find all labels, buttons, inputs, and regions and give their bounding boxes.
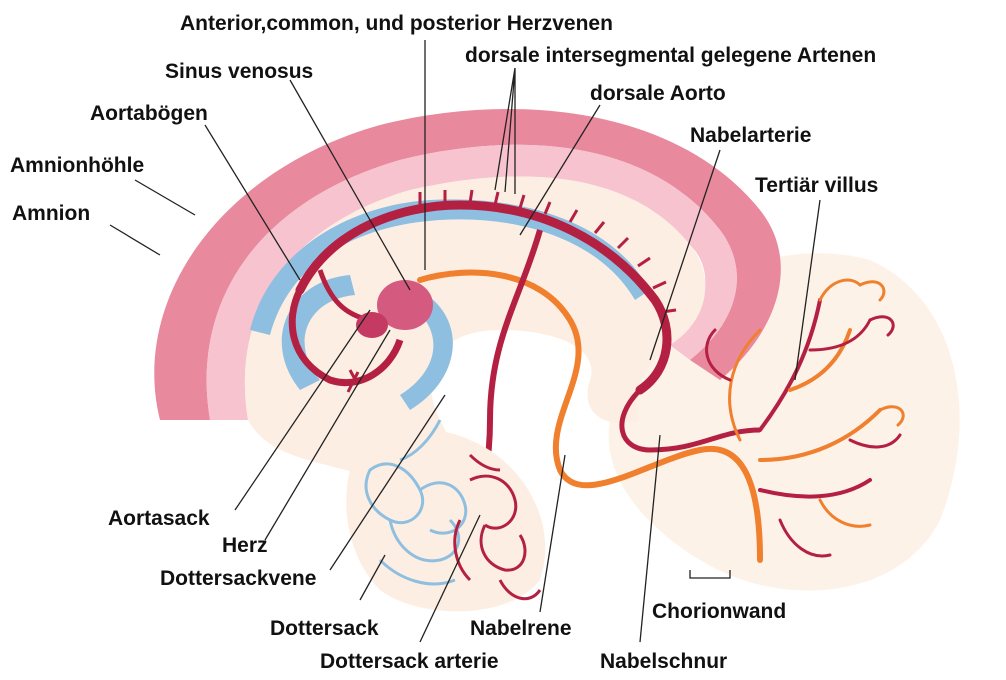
- label-sinus-venosus: Sinus venosus: [165, 60, 313, 83]
- label-dottersackvene: Dottersackvene: [160, 567, 316, 590]
- label-nabelarterie: Nabelarterie: [690, 124, 811, 147]
- label-herz: Herz: [222, 534, 268, 557]
- label-amnion: Amnion: [12, 202, 90, 225]
- label-chorionwand: Chorionwand: [652, 600, 786, 623]
- label-nabelschnur: Nabelschnur: [600, 650, 727, 673]
- label-dottersack: Dottersack: [270, 617, 379, 640]
- label-dorsale-arterien: dorsale intersegmental gelegene Artenen: [465, 44, 876, 67]
- label-tertiaer-villus: Tertiär villus: [755, 174, 878, 197]
- label-aortasack: Aortasack: [108, 507, 210, 530]
- label-amnionhoehle: Amnionhöhle: [10, 154, 144, 177]
- label-dottersack-arterie: Dottersack arterie: [320, 650, 499, 673]
- label-nabelrene: Nabelrene: [470, 617, 572, 640]
- label-aortaboegen: Aortabögen: [90, 102, 208, 125]
- label-dorsale-aorta: dorsale Aorto: [590, 82, 726, 105]
- label-herzvenen: Anterior,common, und posterior Herzvenen: [180, 12, 613, 35]
- aortic-sac: [356, 312, 388, 338]
